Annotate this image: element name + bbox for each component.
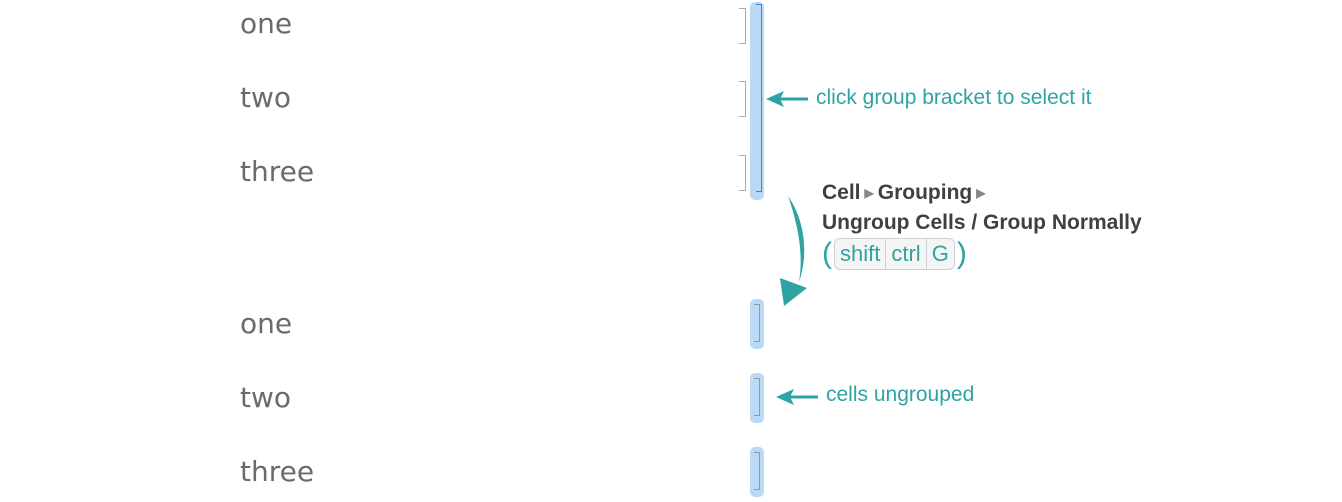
close-paren: ) [956, 237, 967, 270]
cell-bracket-one[interactable] [739, 8, 746, 44]
cell-two-grouped: two [240, 81, 292, 114]
cell-bracket-one-selected[interactable] [750, 299, 764, 349]
key-ctrl: ctrl [886, 239, 927, 269]
submenu-arrow-icon: ▶ [864, 186, 874, 201]
key-group: shift ctrl G [834, 238, 955, 270]
key-shift: shift [835, 239, 887, 269]
curved-down-arrow-icon [780, 196, 807, 306]
menu-path: Cell▶Grouping▶ Ungroup Cells / Group Nor… [822, 178, 1142, 238]
cell-bracket-two[interactable] [739, 81, 746, 117]
cell-three-ungrouped: three [240, 455, 315, 488]
cell-one-ungrouped: one [240, 307, 293, 340]
cell-two-ungrouped: two [240, 381, 292, 414]
keyboard-shortcut: ( shift ctrl G ) [822, 234, 967, 274]
cell-one-grouped: one [240, 7, 293, 40]
group-bracket[interactable] [756, 4, 762, 192]
annotation-ungrouped: cells ungrouped [826, 383, 975, 406]
menu-item-grouping: Grouping [877, 181, 973, 204]
annotation-select: click group bracket to select it [816, 86, 1092, 109]
cell-bracket-two-selected[interactable] [750, 373, 764, 423]
left-arrow-icon [766, 91, 808, 107]
open-paren: ( [822, 237, 832, 270]
left-arrow-icon [776, 389, 818, 405]
group-bracket-selection[interactable] [750, 2, 764, 200]
menu-item-ungroup: Ungroup Cells / Group Normally [822, 211, 1142, 235]
submenu-arrow-icon: ▶ [976, 186, 986, 201]
menu-item-cell: Cell [822, 181, 861, 204]
cell-bracket-three-selected[interactable] [750, 447, 764, 497]
cell-bracket-three[interactable] [739, 155, 746, 191]
key-g: G [931, 241, 949, 266]
cell-three-grouped: three [240, 155, 315, 188]
